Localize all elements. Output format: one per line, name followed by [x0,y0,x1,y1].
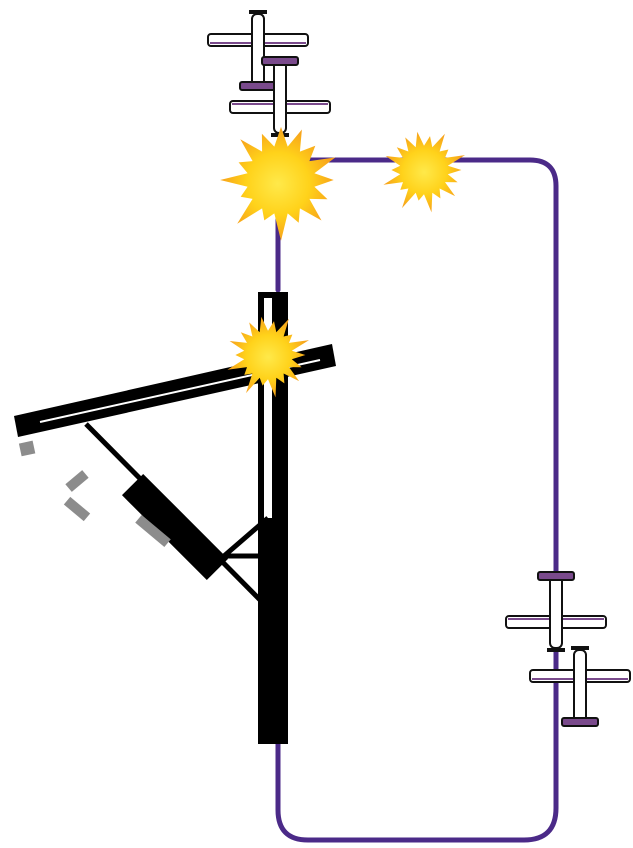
airplane-icon [229,56,331,137]
aircraft-layer [207,10,631,727]
explosion-icon [220,126,336,241]
apron-building [121,473,229,581]
airplane-icon [207,10,309,91]
explosion-icon [227,316,309,398]
traffic-pattern-path [275,157,559,843]
apron-markings [63,470,171,548]
explosion-icon [383,131,465,213]
explosion-layer [220,126,465,398]
airplane-icon [505,571,607,652]
airplane-icon [529,646,631,727]
